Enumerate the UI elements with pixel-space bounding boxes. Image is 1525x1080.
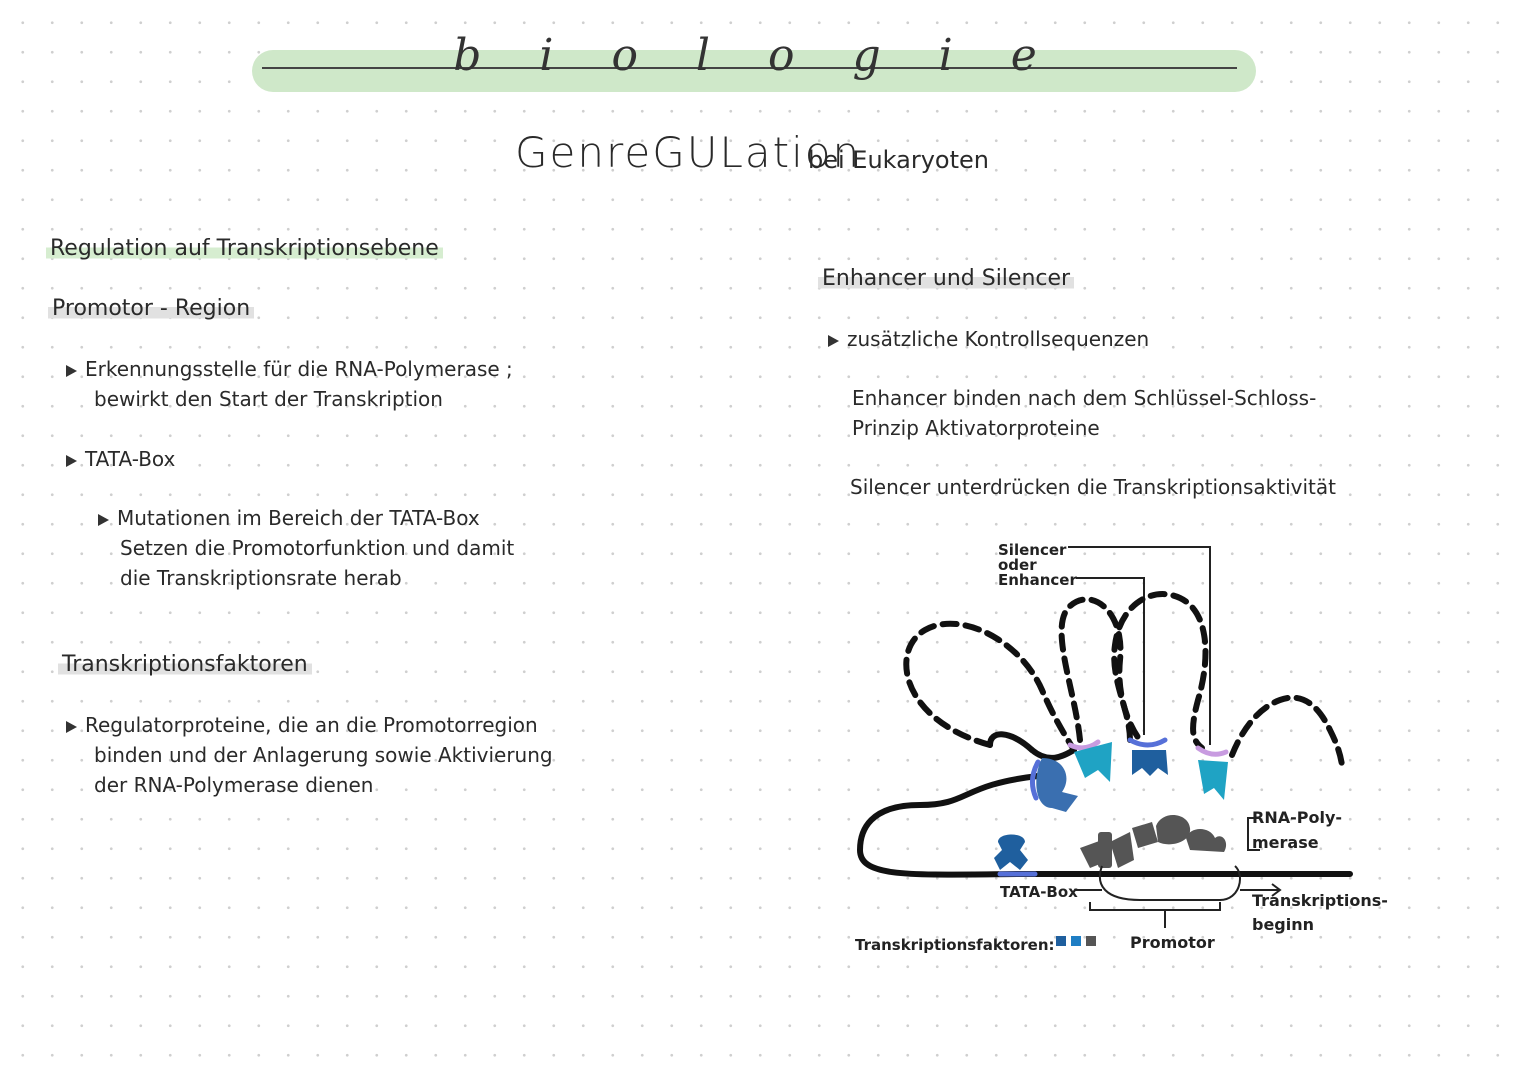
silencer-description: Silencer unterdrücken die Transkriptions…: [850, 475, 1336, 499]
enhancer-loop-diagram: Silencer oder Enhancer: [855, 541, 1388, 954]
binding-site-violet: [1195, 745, 1229, 757]
legend-swatch-grey: [1086, 936, 1096, 946]
subject-title: biologie: [453, 30, 1095, 81]
bullet-regulator-proteins: Regulatorproteine, die an die Promotorre…: [66, 710, 553, 800]
label-promotor: Promotor: [1130, 933, 1215, 952]
label-leader-lines: [1068, 546, 1211, 745]
label-transcription-start-2: beginn: [1252, 915, 1314, 934]
binding-site-blue: [1127, 737, 1168, 748]
promotor-bracket: [1075, 817, 1282, 928]
tf-heading: Transkriptionsfaktoren: [58, 652, 312, 677]
bullet-recognition-site: Erkennungsstelle für die RNA-Polymerase …: [66, 354, 513, 414]
legend-swatch-dark-blue: [1056, 936, 1066, 946]
label-tata-box: TATA-Box: [1000, 883, 1078, 901]
activator-proteins: [1036, 742, 1228, 812]
activator-protein-cyan: [1074, 742, 1112, 782]
label-oder: oder: [998, 556, 1037, 574]
label-rna-polymerase-1: RNA-Poly-: [1252, 808, 1342, 827]
mediator-protein-blue: [1036, 758, 1078, 812]
page-subtitle: bei Eukaryoten: [808, 146, 989, 174]
dna-loops-dashed: [903, 591, 1345, 768]
label-rna-polymerase-2: merase: [1252, 833, 1319, 852]
bullet-triangle-icon: [66, 364, 77, 377]
label-transcription-start-1: Transkriptions-: [1252, 891, 1388, 910]
rna-polymerase-complex: [1080, 814, 1227, 868]
bullet-control-sequences: zusätzliche Kontrollsequenzen: [828, 324, 1149, 354]
bullet-triangle-icon: [66, 720, 77, 733]
tata-binding-protein: [994, 834, 1028, 870]
banner-line: [262, 67, 1237, 69]
enhancer-silencer-heading: Enhancer und Silencer: [818, 266, 1075, 291]
label-silencer: Silencer: [998, 541, 1067, 559]
label-enhancer: Enhancer: [998, 571, 1077, 589]
binding-site-violet: [1067, 739, 1101, 751]
label-transcription-factors: Transkriptionsfaktoren:: [855, 936, 1055, 954]
activator-protein-cyan: [1198, 760, 1228, 800]
bullet-tata-box: TATA-Box: [66, 444, 175, 474]
title-banner: [252, 50, 1256, 92]
bullet-triangle-icon: [828, 334, 839, 347]
bullet-triangle-icon: [98, 513, 109, 526]
binding-sites: [997, 737, 1229, 877]
legend-swatch-blue: [1071, 936, 1081, 946]
promotor-heading: Promotor - Region: [48, 296, 255, 321]
legend-swatches: [1056, 936, 1096, 946]
enhancer-description: Enhancer binden nach dem Schlüssel-Schlo…: [852, 386, 1317, 440]
activator-protein-dark-blue: [1132, 750, 1168, 776]
page-title: GenreGULation: [515, 128, 862, 177]
sub-bullet-mutations: Mutationen im Bereich der TATA-Box Setze…: [98, 503, 514, 593]
binding-site-blue: [1030, 759, 1041, 801]
bullet-triangle-icon: [66, 454, 77, 467]
section-heading-transcription: Regulation auf Transkriptionsebene: [46, 236, 443, 261]
